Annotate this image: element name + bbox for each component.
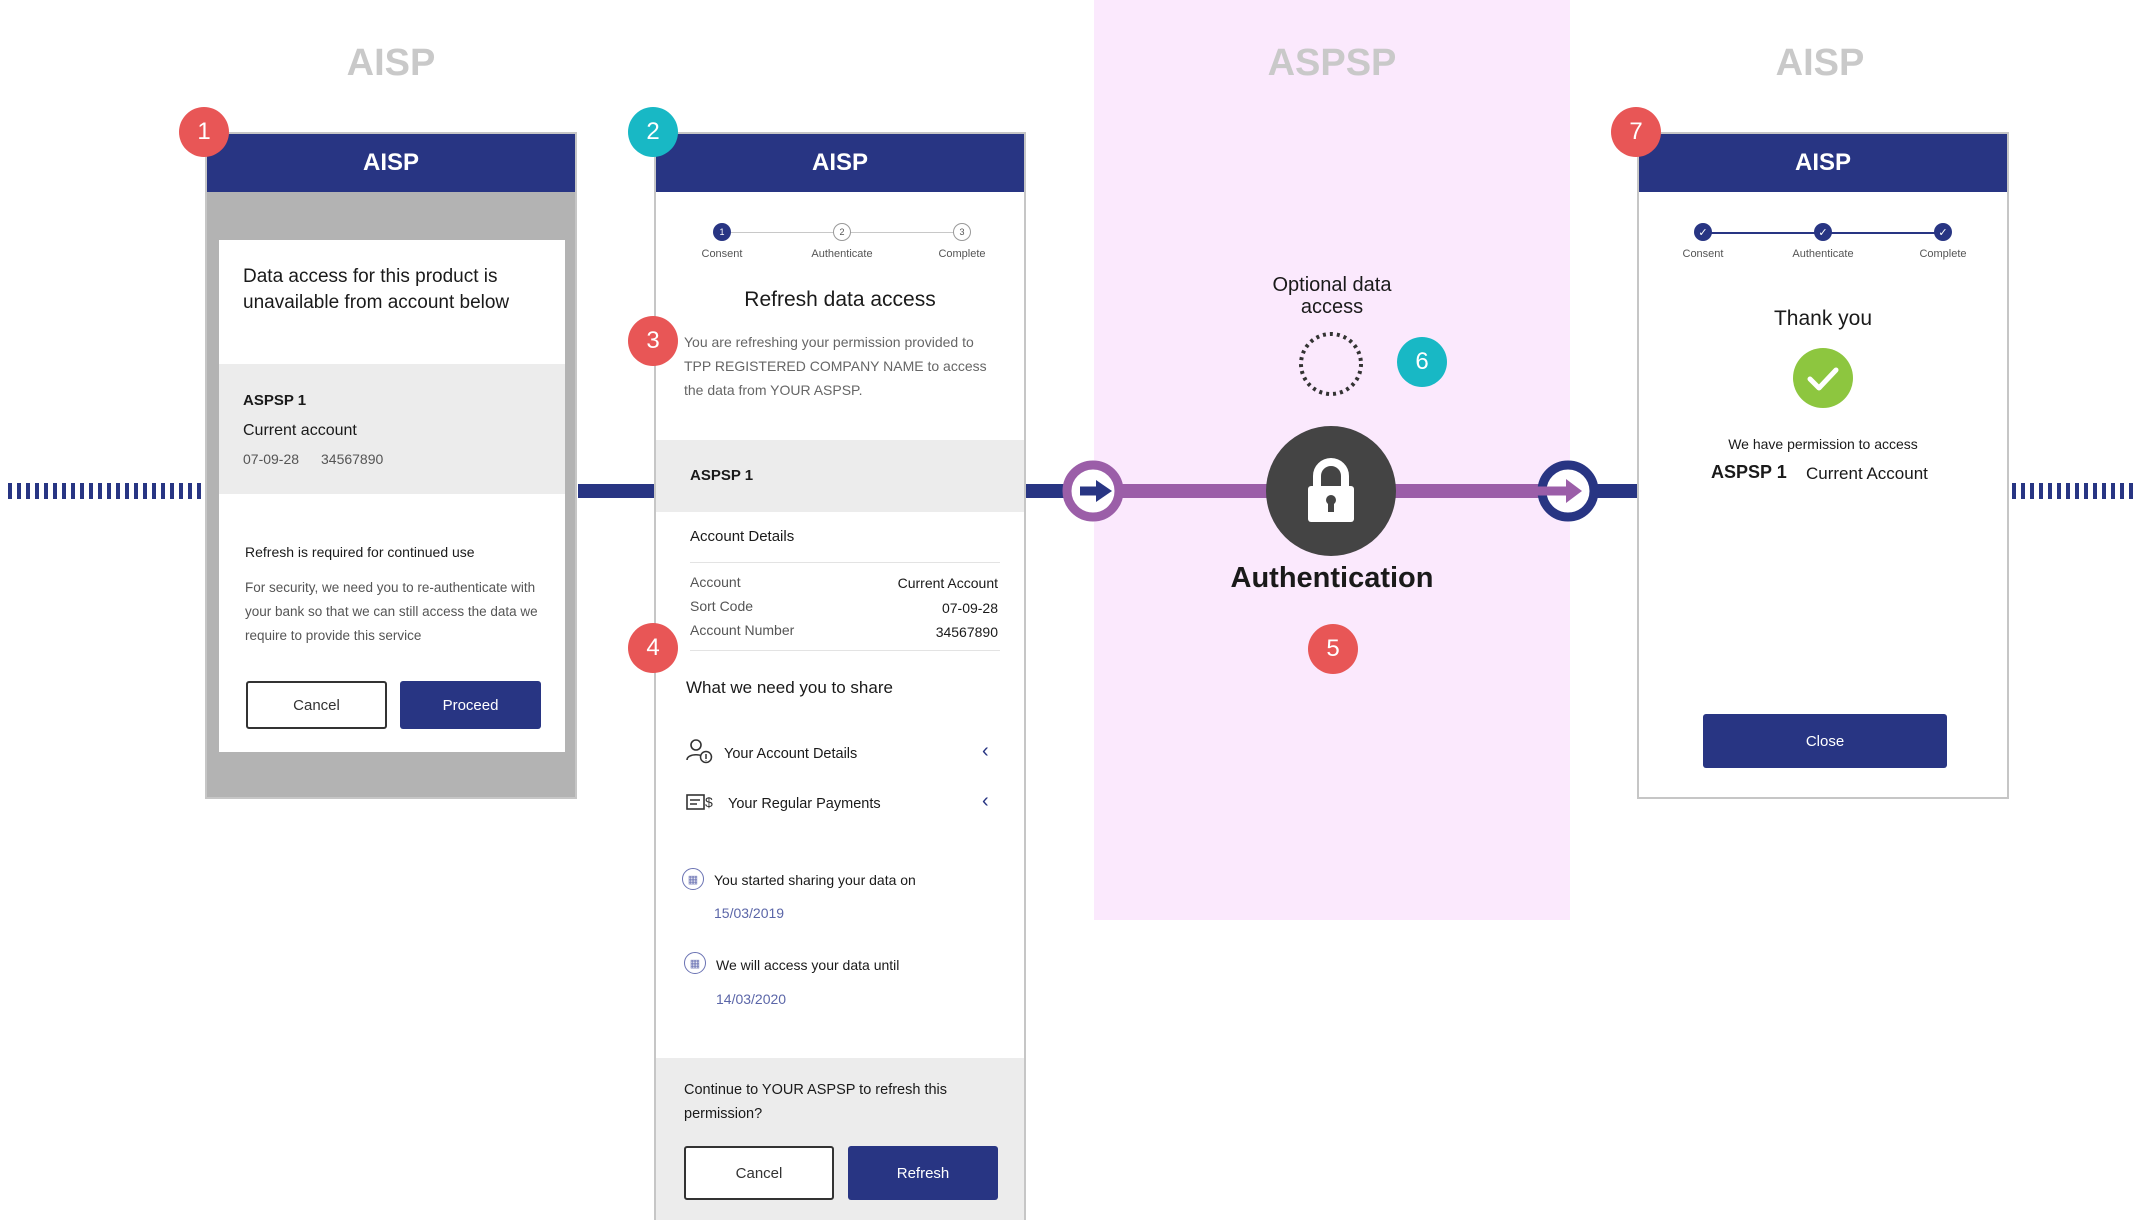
- account-details-icon: [686, 739, 713, 764]
- step-badge-6: 6: [1397, 337, 1447, 387]
- share-item-account-details[interactable]: Your Account Details: [724, 746, 858, 762]
- arrow-exit-ring-icon: [1530, 460, 1599, 522]
- cancel-button[interactable]: Cancel: [684, 1146, 834, 1200]
- continue-prompt: Continue to YOUR ASPSP to refresh this p…: [684, 1082, 948, 1122]
- sort-code-value: 07-09-28: [941, 600, 998, 616]
- refresh-intro-text: You are refreshing your permission provi…: [684, 334, 987, 398]
- screen-3-header: AISP: [1639, 134, 2007, 192]
- continue-panel: Continue to YOUR ASPSP to refresh this p…: [656, 1058, 1024, 1220]
- access-until-label: We will access your data until: [716, 957, 900, 973]
- account-card: ASPSP 1 Current account 07-09-28 3456789…: [219, 364, 565, 494]
- regular-payments-icon: $: [686, 794, 713, 810]
- account-number: 34567890: [321, 451, 384, 467]
- sort-code-label: Sort Code: [690, 598, 754, 614]
- unavailable-message: Data access for this product is unavaila…: [243, 266, 510, 313]
- flow-dashed-line-left: [8, 483, 203, 499]
- stepper-label-authenticate: Authenticate: [1792, 248, 1854, 260]
- flow-connector-1-2: [578, 484, 656, 498]
- step-badge-1: 1: [179, 107, 229, 157]
- flow-dashed-line-right: [2012, 483, 2135, 499]
- refresh-required-title: Refresh is required for continued use: [245, 544, 475, 560]
- column-label-aspsp: ASPSP: [1267, 42, 1397, 84]
- cancel-button[interactable]: Cancel: [246, 681, 387, 729]
- stepper-dot-complete: 3: [953, 223, 971, 241]
- stepper-label-consent: Consent: [701, 248, 743, 260]
- access-until-date: 14/03/2020: [716, 991, 787, 1007]
- stepper-label-consent: Consent: [1682, 248, 1724, 260]
- account-type: Current Account: [1806, 464, 1928, 483]
- stepper-label-authenticate: Authenticate: [811, 248, 873, 260]
- step-badge-3: 3: [628, 316, 678, 366]
- proceed-button[interactable]: Proceed: [400, 681, 541, 729]
- share-heading: What we need you to share: [686, 678, 893, 697]
- screen-1-header: AISP: [207, 134, 575, 192]
- refresh-required-body: For security, we need you to re-authenti…: [245, 580, 538, 643]
- permission-text: We have permission to access: [1728, 436, 1918, 452]
- success-check-icon: [1793, 348, 1853, 408]
- step-badge-7: 7: [1611, 107, 1661, 157]
- chevron-left-icon[interactable]: ‹: [982, 740, 989, 762]
- chevron-left-icon[interactable]: ‹: [982, 790, 989, 812]
- lock-icon: [1266, 426, 1396, 556]
- column-label-aisp-right: AISP: [1775, 42, 1865, 84]
- account-type: Current account: [243, 422, 357, 439]
- divider: [690, 562, 1000, 563]
- refresh-button[interactable]: Refresh: [848, 1146, 998, 1200]
- step-badge-2: 2: [628, 107, 678, 157]
- column-label-aisp-left: AISP: [346, 42, 436, 84]
- screen-3-phone: AISP ✓ ✓ ✓ Consent Authenticate Complete…: [1637, 132, 2009, 799]
- screen-2-header: AISP: [656, 134, 1024, 192]
- stepper-dot-consent: 1: [713, 223, 731, 241]
- thank-you-heading: Thank you: [1773, 307, 1873, 330]
- svg-text:$: $: [705, 794, 713, 810]
- account-details-heading: Account Details: [690, 528, 795, 545]
- step-badge-5: 5: [1308, 624, 1358, 674]
- screen-1-phone: AISP Data access for this product is una…: [205, 132, 577, 799]
- check-icon: ✓: [1814, 223, 1832, 241]
- bank-name: ASPSP 1: [243, 392, 307, 409]
- close-button[interactable]: Close: [1703, 714, 1947, 768]
- bank-card: ASPSP 1: [656, 440, 1024, 512]
- stepper-label-complete: Complete: [938, 248, 986, 260]
- optional-data-access-label: Optional data access: [1272, 274, 1392, 318]
- calendar-icon: ▦: [682, 868, 704, 890]
- step-badge-4: 4: [628, 623, 678, 673]
- sort-code: 07-09-28: [243, 451, 300, 467]
- account-value: Current Account: [897, 575, 998, 591]
- account-number-value: 34567890: [935, 624, 998, 640]
- started-sharing-label: You started sharing your data on: [714, 872, 916, 888]
- screen-1-modal: Data access for this product is unavaila…: [219, 240, 565, 752]
- arrow-entry-ring-icon: [1062, 460, 1124, 522]
- bank-name: ASPSP 1: [690, 467, 754, 484]
- check-icon: ✓: [1934, 223, 1952, 241]
- started-sharing-date: 15/03/2019: [714, 905, 785, 921]
- page-title: Refresh data access: [744, 288, 936, 311]
- stepper-dot-authenticate: 2: [833, 223, 851, 241]
- check-icon: ✓: [1694, 223, 1712, 241]
- account-number-label: Account Number: [690, 622, 795, 638]
- account-label: Account: [690, 574, 741, 590]
- screen-2-phone: AISP 1 2 3 Consent Authenticate Complete…: [654, 132, 1026, 1220]
- authentication-label: Authentication: [1230, 562, 1434, 594]
- calendar-icon: ▦: [684, 952, 706, 974]
- bank-name: ASPSP 1: [1711, 462, 1787, 482]
- stepper-label-complete: Complete: [1919, 248, 1967, 260]
- divider: [690, 650, 1000, 651]
- share-item-regular-payments[interactable]: Your Regular Payments: [728, 796, 881, 812]
- loading-spinner-icon: [1299, 332, 1363, 396]
